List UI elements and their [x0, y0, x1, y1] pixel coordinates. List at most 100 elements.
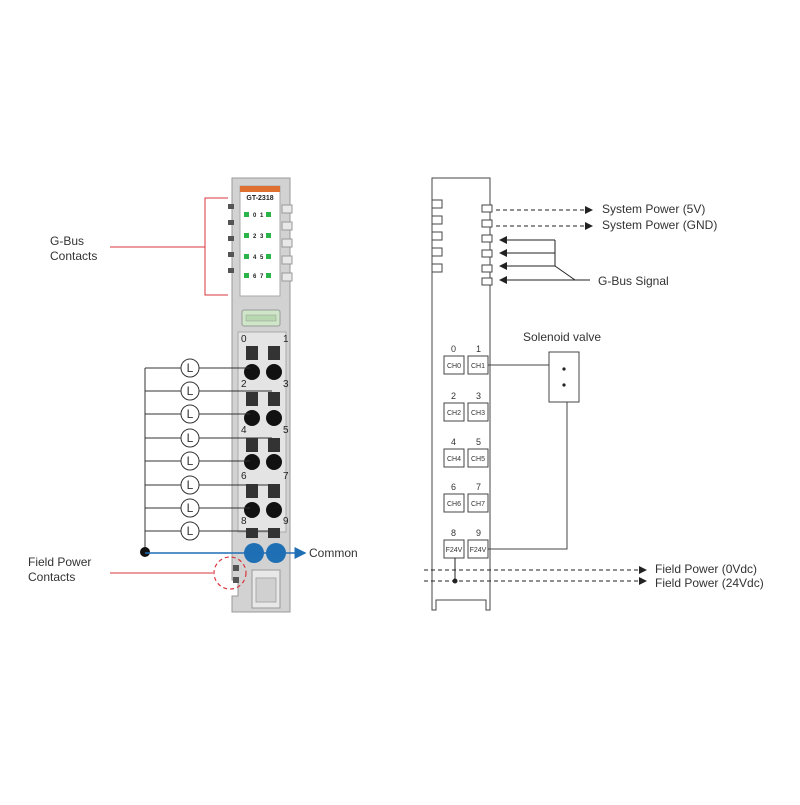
svg-text:5: 5 [476, 437, 481, 447]
module-illustration: GT-2318 0 1 2 3 4 5 6 7 [228, 177, 293, 613]
terminal-number: 0 [241, 334, 247, 345]
common-label: Common [309, 546, 358, 560]
channel-box: CH1 [467, 355, 489, 375]
field-power-pin [233, 565, 239, 571]
svg-text:8: 8 [451, 528, 456, 538]
led [266, 233, 271, 238]
field-power-contacts-label: Field Power [28, 555, 91, 569]
svg-text:CH3: CH3 [471, 410, 485, 417]
led [266, 212, 271, 217]
load-symbol: L [180, 381, 200, 401]
model-stripe [240, 186, 280, 192]
led-label: 2 [253, 234, 257, 240]
led-label: 5 [260, 255, 264, 261]
gbus-contacts-label: G-Bus [50, 234, 84, 248]
housing-ribs [281, 204, 293, 282]
svg-text:CH4: CH4 [447, 456, 461, 463]
gbus-signal-lines [499, 236, 590, 284]
load-symbol: L [180, 475, 200, 495]
terminal-number: 1 [283, 334, 289, 345]
led [266, 254, 271, 259]
channel-box: CH7 [467, 493, 489, 513]
led-group: 0 1 2 3 4 5 6 7 [244, 212, 271, 280]
terminal-number: 9 [283, 516, 289, 527]
svg-text:CH7: CH7 [471, 501, 485, 508]
svg-text:L: L [187, 431, 194, 445]
svg-text:2: 2 [451, 391, 456, 401]
load-symbol: L [180, 404, 200, 424]
field-power-pin [233, 577, 239, 583]
svg-text:L: L [187, 361, 194, 375]
led-label: 1 [260, 213, 264, 219]
load-symbol: L [180, 451, 200, 471]
solenoid-valve [548, 351, 580, 403]
terminal-number: 7 [283, 471, 289, 482]
solenoid-valve-label: Solenoid valve [523, 330, 601, 344]
channel-box: F24V [443, 539, 465, 559]
led [244, 254, 249, 259]
svg-text:CH2: CH2 [447, 410, 461, 417]
channel-numbers: 0 1 2 3 4 5 6 7 8 9 [451, 344, 481, 538]
led-label: 3 [260, 234, 264, 240]
gbus-contacts-label: Contacts [50, 249, 97, 263]
led-label: 7 [260, 274, 264, 280]
svg-text:0: 0 [451, 344, 456, 354]
led [244, 233, 249, 238]
svg-text:CH5: CH5 [471, 456, 485, 463]
svg-text:CH6: CH6 [447, 501, 461, 508]
svg-text:9: 9 [476, 528, 481, 538]
field-power-0v-label: Field Power (0Vdc) [655, 562, 757, 576]
channel-box: CH4 [443, 448, 465, 468]
channel-box: CH5 [467, 448, 489, 468]
svg-text:CH1: CH1 [471, 363, 485, 370]
terminal-screws [244, 346, 282, 538]
led-label: 4 [253, 255, 257, 261]
terminal-number: 6 [241, 471, 247, 482]
svg-text:L: L [187, 524, 194, 538]
channel-box: CH3 [467, 402, 489, 422]
terminal-number: 2 [241, 379, 247, 390]
load-symbol: L [180, 428, 200, 448]
field-power-callout [110, 556, 247, 590]
system-power-gnd-label: System Power (GND) [602, 218, 717, 232]
svg-text:7: 7 [476, 482, 481, 492]
terminal-number: 3 [283, 379, 289, 390]
svg-text:F24V: F24V [446, 547, 463, 554]
svg-text:6: 6 [451, 482, 456, 492]
field-power-24v-label: Field Power (24Vdc) [655, 576, 764, 590]
terminal-number: 4 [241, 425, 247, 436]
svg-text:L: L [187, 384, 194, 398]
led-label: 6 [253, 274, 257, 280]
gbus-contacts [228, 204, 234, 273]
model-label: GT-2318 [246, 195, 273, 202]
led [244, 212, 249, 217]
led-label: 0 [253, 213, 257, 219]
system-power-lines [496, 206, 593, 230]
solenoid-wiring [488, 364, 568, 550]
channel-box: CH6 [443, 493, 465, 513]
field-power-contacts-label: Contacts [28, 570, 75, 584]
system-power-5v-label: System Power (5V) [602, 202, 705, 216]
svg-text:1: 1 [476, 344, 481, 354]
led [266, 273, 271, 278]
svg-text:4: 4 [451, 437, 456, 447]
loads: L L L L L L L L [180, 358, 200, 541]
svg-text:L: L [187, 501, 194, 515]
load-symbol: L [180, 498, 200, 518]
load-symbol: L [180, 521, 200, 541]
svg-text:CH0: CH0 [447, 363, 461, 370]
svg-text:3: 3 [476, 391, 481, 401]
terminal-number: 5 [283, 425, 289, 436]
svg-text:L: L [187, 407, 194, 421]
common-junction [140, 547, 150, 557]
terminal-number: 8 [241, 516, 247, 527]
svg-text:L: L [187, 454, 194, 468]
led [244, 273, 249, 278]
load-symbol: L [180, 358, 200, 378]
channel-box: CH0 [443, 355, 465, 375]
gbus-callout [110, 197, 228, 296]
channel-box: CH2 [443, 402, 465, 422]
svg-text:L: L [187, 478, 194, 492]
channel-box: F24V [467, 539, 489, 559]
